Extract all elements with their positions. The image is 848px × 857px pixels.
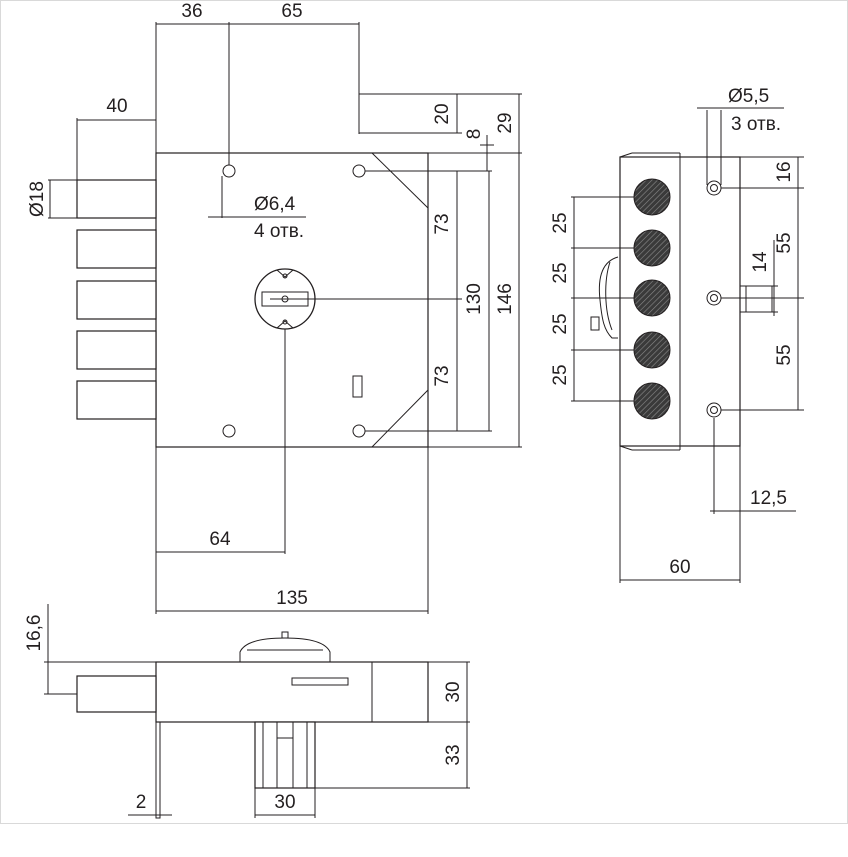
cylinder-housing [254,721,316,789]
dim-60: 60 [669,557,690,578]
bolt [76,380,157,420]
dim-40: 40 [106,96,127,117]
dim-55-bottom: 55 [774,344,795,365]
cylinder-side [598,256,619,339]
case-top [155,661,429,723]
case-bevel-top [371,152,429,209]
dim-20: 20 [432,103,453,124]
bolt-top [76,675,157,713]
front-view: 36 65 40 Ø18 Ø6,4 4 отв. 20 29 8 [27,1,522,614]
dim-12-5: 12,5 [750,488,787,509]
dim-29: 29 [495,112,516,133]
bolt-end [633,331,671,369]
dim-2: 2 [136,792,147,813]
front-hole-diameter: Ø6,4 [254,194,296,215]
dim-73-bottom: 73 [432,365,453,386]
side-hole-count: 3 отв. [731,114,781,135]
dim-65: 65 [281,1,302,22]
bolt [76,330,157,370]
dim-33: 33 [443,744,464,765]
latch-slot [352,375,363,398]
lock-case [155,152,429,448]
bolt-end [633,229,671,267]
latch-tongue [739,285,773,313]
dim-14: 14 [750,251,771,273]
top-view: 16,6 30 33 2 30 [24,604,470,819]
dim-73-top: 73 [432,213,453,234]
mounting-hole [222,424,236,438]
pitch-25-3: 25 [550,313,571,334]
case-bevel-bottom [371,389,429,448]
dim-130: 130 [464,283,485,315]
dim-36: 36 [181,1,202,22]
pitch-25-1: 25 [550,212,571,233]
bolt-end [633,178,671,216]
front-hole-count: 4 отв. [254,221,304,242]
top-slot [291,677,349,686]
dim-135: 135 [276,588,308,609]
bolts [76,179,157,420]
bolt [76,229,157,269]
bolt [76,280,157,320]
bolt-end [633,279,671,317]
pitch-25-4: 25 [550,364,571,385]
dim-16-6: 16,6 [24,615,45,652]
bolt [76,179,157,219]
dim-8: 8 [464,129,485,140]
bolt-ends [633,178,671,420]
dim-16: 16 [774,161,795,182]
dim-30-right: 30 [443,681,464,702]
dim-55-top: 55 [774,232,795,253]
pitch-25-2: 25 [550,262,571,283]
dim-64: 64 [209,529,231,550]
bolt-end [633,382,671,420]
dim-146: 146 [495,283,516,315]
dim-diameter-18: Ø18 [27,181,48,217]
dim-30-bottom: 30 [274,792,295,813]
side-hole-diameter: Ø5,5 [728,86,769,107]
side-view: Ø5,5 3 отв. 16 55 55 14 25 25 25 25 12,5 [550,86,804,583]
